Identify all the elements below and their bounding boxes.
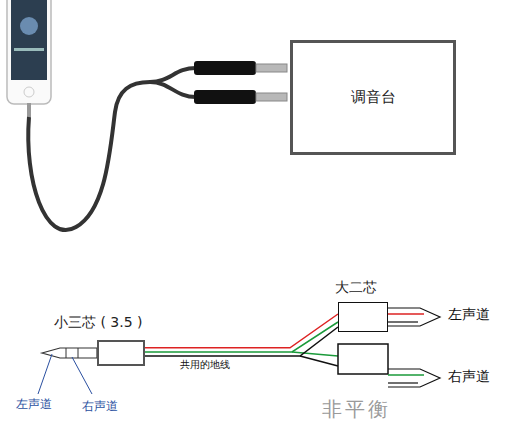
mini-plug: [42, 348, 97, 358]
text-label: 右声道: [82, 398, 118, 415]
text-label: 非平衡: [322, 396, 391, 423]
plug-box: 大二芯: [338, 302, 388, 332]
node-heading: 小三芯 ( 3.5 ): [54, 314, 143, 332]
plug-body: [194, 61, 256, 75]
plug-ring: [78, 348, 79, 358]
cable: [28, 82, 150, 230]
plug-ring: [66, 348, 67, 358]
progress-bar: [14, 48, 44, 51]
wire-green: [388, 374, 424, 376]
leader-line: [38, 354, 52, 394]
plug-box: [338, 344, 388, 374]
leader-line: [72, 357, 92, 394]
plug-tip: [388, 308, 440, 326]
cable-split: [150, 68, 196, 97]
plug-shaft: [256, 64, 287, 72]
album-art: [20, 17, 38, 35]
wire-ground: [300, 356, 338, 366]
home-button: [24, 87, 34, 97]
text-label: 共用的地线: [180, 358, 230, 372]
text-label: 左声道: [16, 396, 52, 413]
mixer-box: 调音台: [290, 40, 456, 155]
jack-plug: [27, 103, 31, 117]
plug-shaft: [256, 93, 287, 101]
phone-body: [7, 0, 51, 104]
wire-ground: [388, 321, 418, 322]
plug-body: [194, 90, 256, 104]
node-heading: 大二芯: [335, 279, 377, 297]
wire-red: [388, 313, 424, 315]
text-label: 右声道: [448, 368, 490, 386]
wire-ground: [145, 327, 338, 356]
plug-tip: [388, 369, 440, 387]
wire-ground: [388, 382, 418, 383]
wire-red: [145, 314, 338, 348]
text-label: 左声道: [448, 306, 490, 324]
phone-screen: [11, 0, 47, 80]
node-label: 调音台: [351, 88, 396, 107]
plug-box: 小三芯 ( 3.5 ): [97, 340, 145, 366]
